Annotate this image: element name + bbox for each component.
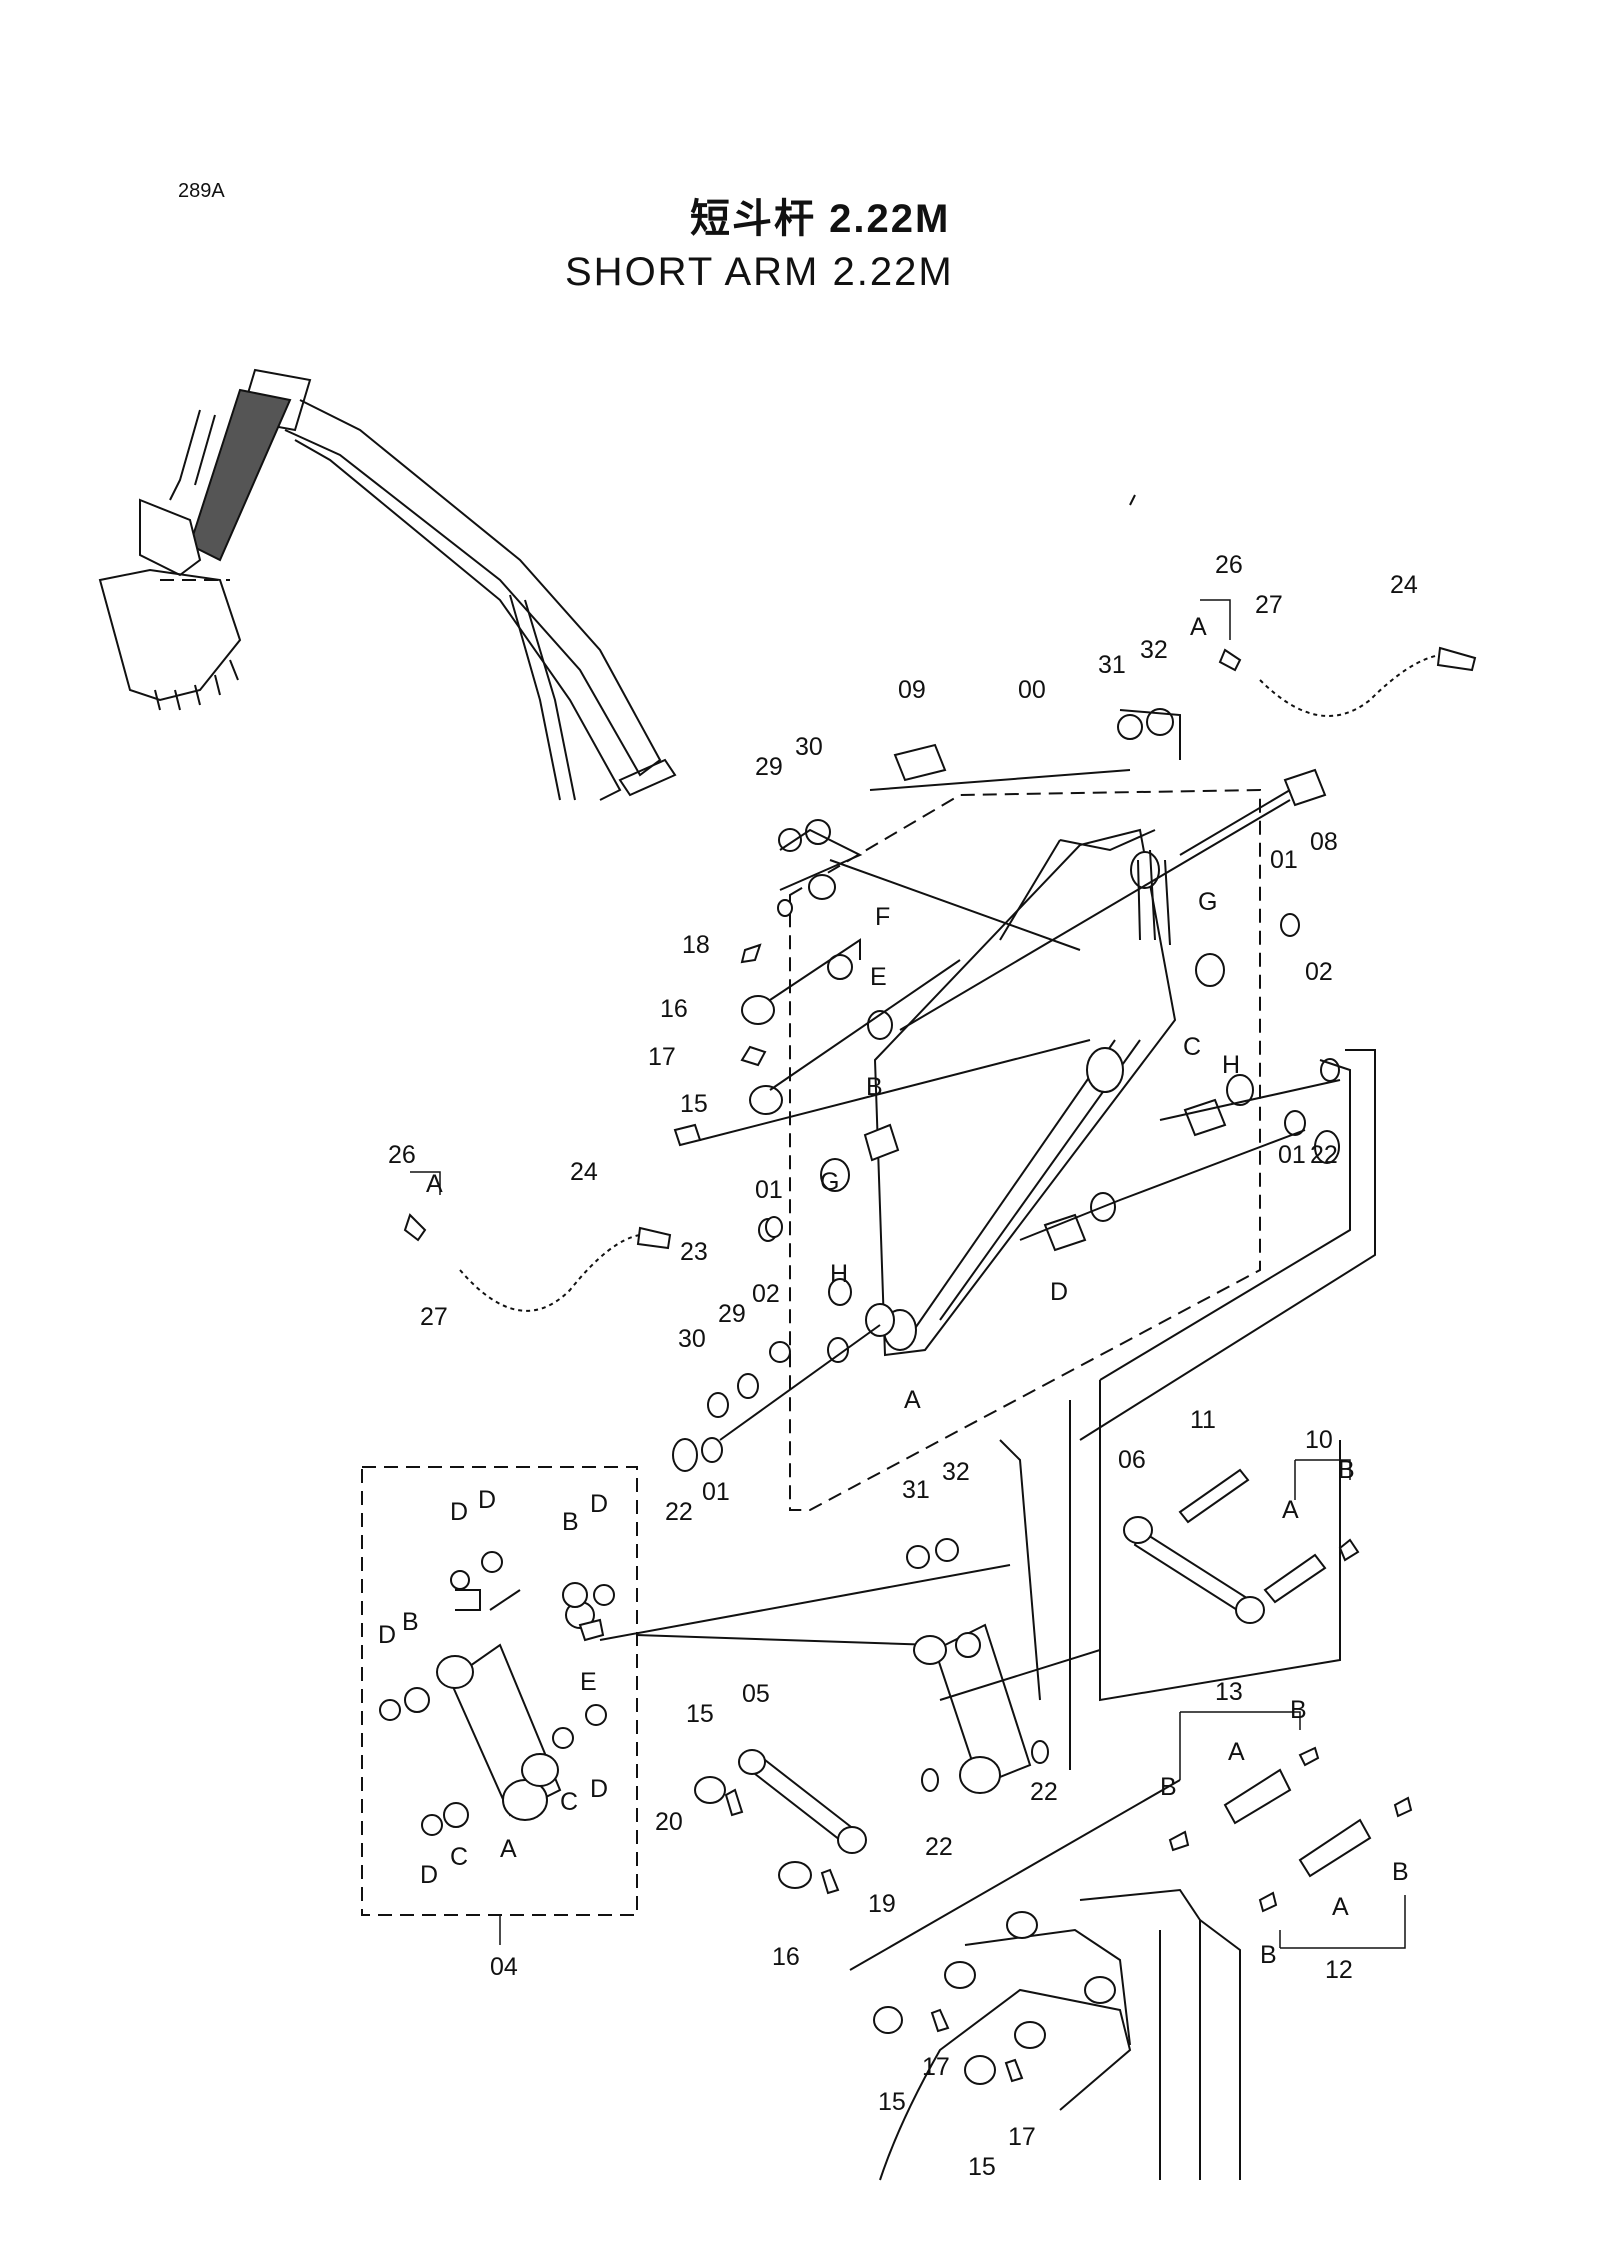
callout-29-upper: 29: [755, 753, 783, 781]
callout-d-box-2: D: [478, 1486, 496, 1514]
callout-22-c: 22: [1030, 1778, 1058, 1806]
callout-01-d: 01: [702, 1478, 730, 1506]
callout-09: 09: [898, 676, 926, 704]
callout-19: 19: [868, 1890, 896, 1918]
callout-c-box-1: C: [560, 1788, 578, 1816]
callout-20: 20: [655, 1808, 683, 1836]
callout-26-upper: 26: [1215, 551, 1243, 579]
callout-01-b: 01: [1278, 1141, 1306, 1169]
callout-g-lower: G: [820, 1168, 839, 1196]
callout-e-upper: E: [870, 963, 887, 991]
callout-12: 12: [1325, 1956, 1353, 1984]
callout-23: 23: [680, 1238, 708, 1266]
callout-b-box-1: B: [562, 1508, 579, 1536]
page-code: 289A: [178, 180, 225, 202]
callout-b-pin12-left: B: [1260, 1941, 1277, 1969]
callout-05: 05: [742, 1680, 770, 1708]
group-brackets: [410, 599, 1406, 1949]
callout-a-arm: A: [904, 1386, 921, 1414]
callout-02-b: 02: [752, 1280, 780, 1308]
callout-h-lower: H: [830, 1260, 848, 1288]
callout-26-lower: 26: [388, 1141, 416, 1169]
callout-a-pin12: A: [1332, 1893, 1349, 1921]
callout-18: 18: [682, 931, 710, 959]
title-chinese: 短斗杆 2.22M: [690, 197, 951, 241]
callout-c-box-2: C: [450, 1843, 468, 1871]
callout-e-box: E: [580, 1668, 597, 1696]
callout-16-upper: 16: [660, 995, 688, 1023]
callout-06: 06: [1118, 1446, 1146, 1474]
callout-08: 08: [1310, 828, 1338, 856]
hose-assemblies: [403, 646, 1477, 1312]
callout-32-lower: 32: [942, 1458, 970, 1486]
callout-15-bucket-1: 15: [878, 2088, 906, 2116]
callout-31-upper: 31: [1098, 651, 1126, 679]
arm-pins-and-bushings: [672, 494, 1376, 1472]
callout-17-bucket-2: 17: [1008, 2123, 1036, 2151]
callout-labels: 26 A 27 24 09 00 31 32 29 30 08 01 18 F …: [378, 551, 1418, 2181]
excavator-overview-sketch: [98, 368, 677, 801]
callout-d-box-4: D: [378, 1621, 396, 1649]
bucket-linkage: [599, 1380, 1413, 2181]
callout-32-upper: 32: [1140, 636, 1168, 664]
callout-02-a: 02: [1305, 958, 1333, 986]
callout-15-bucket-2: 15: [968, 2153, 996, 2181]
callout-d-box-6: D: [420, 1861, 438, 1889]
callout-a-hose: A: [426, 1170, 443, 1198]
callout-13: 13: [1215, 1678, 1243, 1706]
callout-a-upper: A: [1190, 613, 1207, 641]
callout-c-upper: C: [1183, 1033, 1201, 1061]
callout-b-pin12-right: B: [1392, 1858, 1409, 1886]
callout-10: 10: [1305, 1426, 1333, 1454]
callout-30-lower: 30: [678, 1325, 706, 1353]
callout-22-a: 22: [1310, 1141, 1338, 1169]
link-assembly-box: [361, 1466, 638, 1916]
callout-00: 00: [1018, 676, 1046, 704]
callout-22-b: 22: [665, 1498, 693, 1526]
callout-15-link: 15: [686, 1700, 714, 1728]
callout-29-lower: 29: [718, 1300, 746, 1328]
callout-16-link: 16: [772, 1943, 800, 1971]
callout-01-a: 01: [1270, 846, 1298, 874]
callout-22-d: 22: [925, 1833, 953, 1861]
arm-assembly-outline: [789, 788, 1261, 1511]
callout-17-upper: 17: [648, 1043, 676, 1071]
callout-a-pin10: A: [1282, 1496, 1299, 1524]
callout-04: 04: [490, 1953, 518, 1981]
callout-b-box-2: B: [402, 1608, 419, 1636]
callout-a-box: A: [500, 1835, 517, 1863]
callout-b-upper: B: [866, 1073, 883, 1101]
callout-31-lower: 31: [902, 1476, 930, 1504]
callout-d-box-3: D: [590, 1490, 608, 1518]
callout-f: F: [875, 903, 890, 931]
callout-30-upper: 30: [795, 733, 823, 761]
callout-24-upper: 24: [1390, 571, 1418, 599]
callout-g-upper: G: [1198, 888, 1217, 916]
callout-27-upper: 27: [1255, 591, 1283, 619]
callout-b-pin13-left: B: [1160, 1773, 1177, 1801]
callout-24-lower: 24: [570, 1158, 598, 1186]
callout-27-lower: 27: [420, 1303, 448, 1331]
callout-d-box-5: D: [590, 1775, 608, 1803]
title-english: SHORT ARM 2.22M: [565, 250, 954, 294]
callout-h-upper: H: [1222, 1051, 1240, 1079]
callout-17-bucket-1: 17: [922, 2053, 950, 2081]
callout-11: 11: [1190, 1406, 1216, 1434]
callout-a-pin13: A: [1228, 1738, 1245, 1766]
callout-15-upper: 15: [680, 1090, 708, 1118]
callout-d-arm: D: [1050, 1278, 1068, 1306]
callout-d-box-1: D: [450, 1498, 468, 1526]
callout-01-c: 01: [755, 1176, 783, 1204]
callout-b-pin13-right: B: [1290, 1696, 1307, 1724]
